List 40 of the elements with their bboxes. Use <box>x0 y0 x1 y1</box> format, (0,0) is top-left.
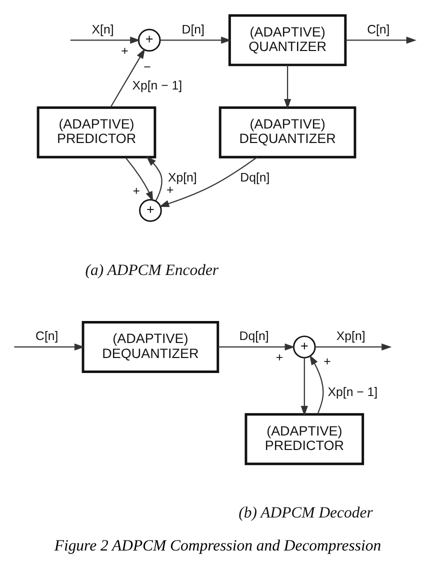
arrow <box>300 357 308 416</box>
edge-label: Xp[n − 1] <box>328 384 378 399</box>
node-box: (ADAPTIVE) PREDICTOR <box>244 412 364 465</box>
arrow <box>70 36 140 44</box>
node-circle: + <box>293 335 316 358</box>
edge-label: Xp[n] <box>168 170 197 184</box>
label: (a) ADPCM Encoder <box>85 261 219 278</box>
edge-label: Dq[n] <box>239 328 269 343</box>
arrow <box>14 342 85 350</box>
arrow <box>309 354 324 414</box>
node-label: − <box>144 59 151 74</box>
label: (b) ADPCM Decoder <box>238 504 373 521</box>
arrow <box>158 156 258 207</box>
arrow <box>346 36 416 44</box>
arrow <box>124 156 154 202</box>
edge-label: Xp[n − 1] <box>132 78 182 92</box>
node-label: + <box>132 184 140 198</box>
arrow <box>315 342 392 350</box>
edge-label: Xp[n] <box>336 328 366 343</box>
node-label: + <box>121 43 128 58</box>
node-circle: + <box>139 198 162 222</box>
edge-label: Dq[n] <box>240 170 270 184</box>
node-box: (ADAPTIVE) PREDICTOR <box>36 106 156 158</box>
arrow <box>110 48 146 108</box>
edge-label: C[n] <box>36 328 58 343</box>
arrow <box>160 36 232 44</box>
node-circle: + <box>138 28 161 52</box>
edge-label: D[n] <box>182 22 204 36</box>
arrow <box>284 64 292 109</box>
node-box: (ADAPTIVE) QUANTIZER <box>228 14 347 66</box>
edge-label: C[n] <box>367 22 390 36</box>
edge-label: X[n] <box>92 22 114 36</box>
arrow <box>146 156 162 201</box>
node-label: + <box>324 354 331 368</box>
node-box: (ADAPTIVE) DEQUANTIZER <box>218 106 356 158</box>
arrow <box>218 342 295 350</box>
node-label: + <box>276 350 284 364</box>
node-label: + <box>166 182 174 197</box>
caption: Figure 2 ADPCM Compression and Decompression <box>54 537 382 554</box>
node-box: (ADAPTIVE) DEQUANTIZER <box>82 320 220 372</box>
